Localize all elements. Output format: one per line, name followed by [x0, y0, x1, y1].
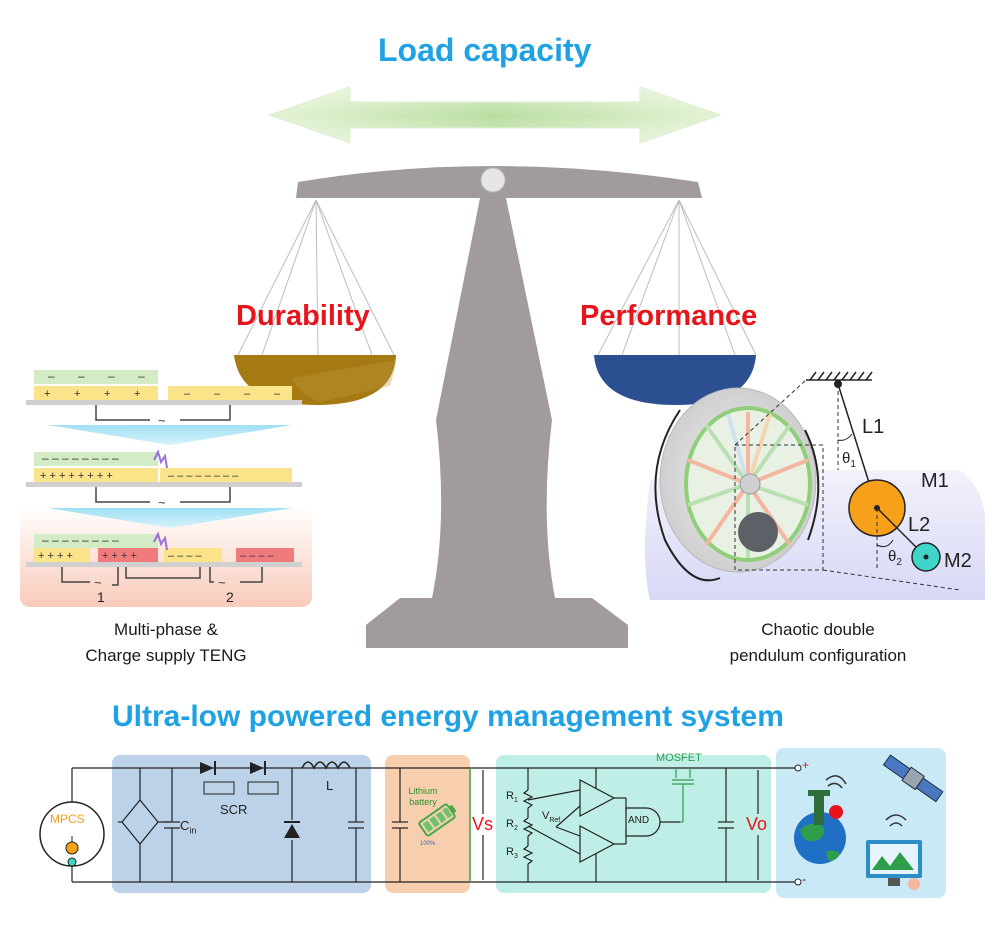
minus-terminal-label: - — [802, 872, 806, 886]
svg-text:– – – – – – – –: – – – – – – – – — [168, 470, 239, 482]
label-l2: L2 — [908, 514, 931, 536]
inductor — [301, 761, 351, 770]
svg-text:+: + — [134, 388, 140, 400]
scale-base — [366, 598, 628, 648]
svg-text:+: + — [44, 388, 50, 400]
label-m2: M2 — [944, 550, 972, 572]
scale-pillar — [432, 198, 555, 598]
svg-text:~: ~ — [94, 575, 102, 590]
teng-chevron-2 — [48, 508, 292, 528]
left-pan-strings — [237, 199, 395, 356]
svg-text:~: ~ — [218, 575, 226, 590]
svg-text:–: – — [184, 388, 191, 400]
svg-text:– – – – – – – –: – – – – – – – – — [42, 451, 119, 465]
vref-label: VRef — [542, 810, 561, 825]
battery-label-1: Lithium — [408, 786, 438, 796]
zoom-lines — [734, 379, 961, 591]
and-gate-label: AND — [628, 815, 650, 826]
drum-device — [654, 387, 820, 582]
teng-chevron-1 — [48, 425, 292, 445]
teng-stage-2: – – – – – – – – + + + + + + + + – – – – … — [26, 449, 302, 510]
battery-label-2: battery — [409, 797, 437, 807]
inductor-label: L — [326, 778, 334, 793]
scale-pivot — [480, 167, 506, 193]
label-l1: L1 — [862, 416, 885, 438]
pendulum-caption-line1: Chaotic double — [761, 620, 875, 639]
pendulum-panel — [645, 371, 985, 600]
earth-icon — [794, 812, 846, 864]
mpcs-label: MPCS — [50, 812, 85, 826]
svg-text:+ + + +: + + + + — [38, 550, 73, 562]
converter-panel — [112, 755, 371, 893]
teng-panel: – – – – + + + + – – – – ~ – – – – – – – – + + + +… — [20, 369, 312, 607]
teng-caption-line1: Multi-phase & — [114, 620, 218, 639]
pendulum-ceiling — [806, 371, 873, 381]
teng-caption-line2: Charge supply TENG — [85, 646, 247, 665]
mpcs-source — [39, 801, 105, 867]
svg-text:+ + + + + + + +: + + + + + + + + — [40, 470, 113, 482]
svg-text:–: – — [274, 388, 281, 400]
svg-text:– – – –: – – – – — [168, 550, 203, 562]
r2-label: R2 — [506, 818, 518, 833]
scr-label: SCR — [220, 802, 248, 817]
scr-diodes — [200, 761, 300, 838]
cin-label: Cin — [180, 818, 197, 836]
mosfet-label: MOSFET — [656, 752, 702, 764]
svg-text:–: – — [108, 369, 115, 383]
svg-text:~: ~ — [158, 413, 166, 428]
comparator-panel — [496, 755, 771, 893]
plus-terminal-label: + — [802, 758, 810, 772]
phase-label-2: 2 — [226, 589, 234, 605]
svg-text:–: – — [48, 369, 55, 383]
monitor-icon — [866, 814, 922, 890]
svg-text:–: – — [244, 388, 251, 400]
r1-label: R1 — [506, 790, 518, 805]
svg-text:– – – – – – – –: – – – – – – – – — [42, 533, 119, 547]
load-capacity-arrow — [268, 86, 722, 144]
sensor-tower-icon — [808, 775, 847, 825]
label-theta1: θ1 — [842, 450, 856, 470]
circuit-diagram — [39, 748, 946, 898]
label-theta2: θ2 — [888, 548, 902, 568]
performance-label: Performance — [580, 300, 758, 332]
label-m1: M1 — [921, 470, 949, 492]
svg-text:–: – — [78, 369, 85, 383]
svg-text:+: + — [74, 388, 80, 400]
svg-text:– – – –: – – – – — [240, 550, 275, 562]
r3-label: R3 — [506, 846, 518, 861]
ems-title: Ultra-low powered energy management syst… — [112, 700, 784, 733]
satellite-icon — [882, 754, 944, 803]
vo-label: Vo — [745, 814, 769, 835]
battery-icon — [418, 803, 457, 837]
svg-text:+: + — [104, 388, 110, 400]
svg-text:~: ~ — [158, 495, 166, 510]
teng-stage-1: – – – – + + + + – – – – ~ — [26, 369, 302, 428]
svg-text:–: – — [214, 388, 221, 400]
pendulum-caption-line2: pendulum configuration — [729, 646, 907, 665]
durability-label: Durability — [236, 300, 370, 332]
svg-text:–: – — [138, 369, 145, 383]
load-capacity-title: Load capacity — [378, 32, 592, 68]
battery-percent: 100% — [420, 841, 436, 847]
teng-stage-3: – – – – – – – – + + + + + + + + – – – – … — [26, 531, 302, 590]
phase-label-1: 1 — [97, 589, 105, 605]
svg-text:+ + + +: + + + + — [102, 550, 137, 562]
balance-scale — [234, 166, 757, 648]
right-pan-strings — [597, 199, 757, 356]
mosfet-symbol — [672, 768, 694, 823]
vs-label: Vs — [471, 814, 495, 835]
